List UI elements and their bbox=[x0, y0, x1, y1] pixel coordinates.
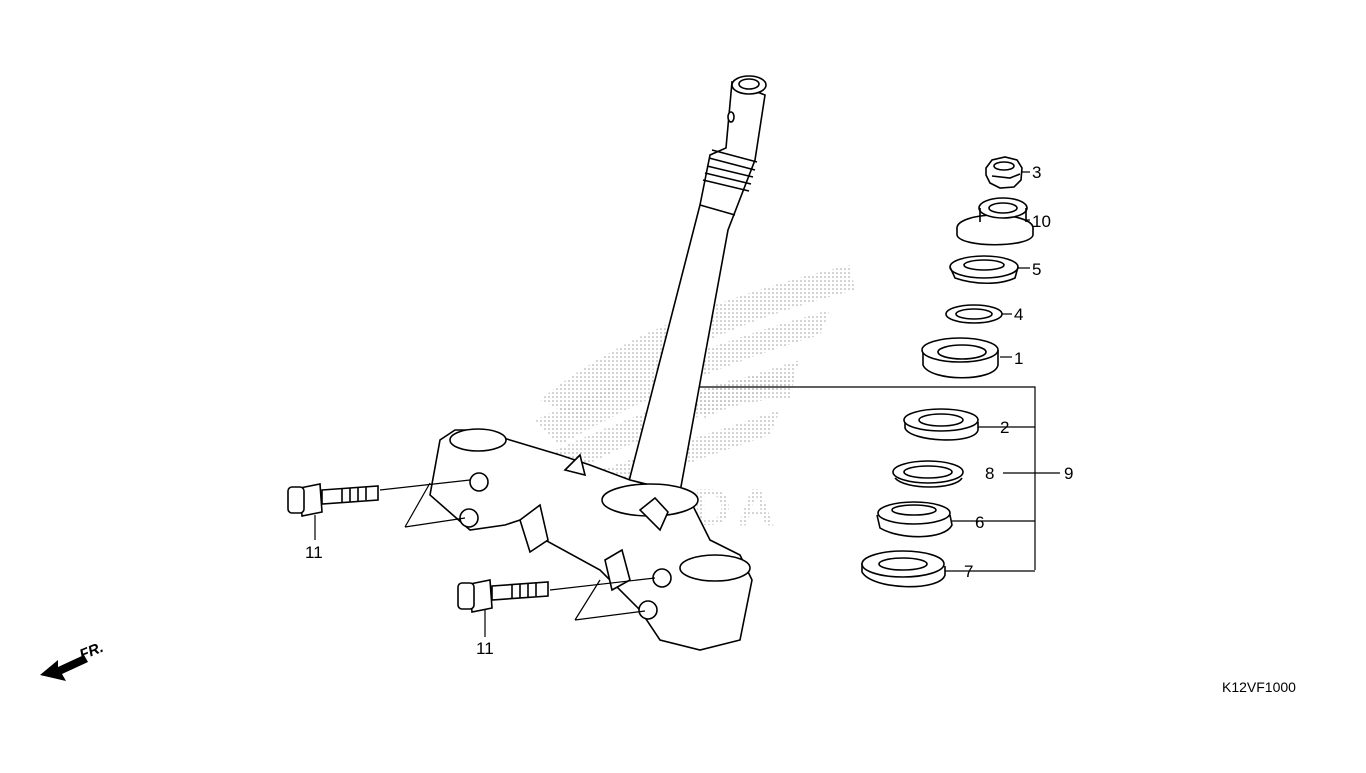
upper-cone-race bbox=[921, 337, 999, 379]
flange-bolt-upper bbox=[287, 483, 379, 517]
callout-10: 10 bbox=[1032, 212, 1051, 231]
callout-6: 6 bbox=[975, 513, 984, 532]
callout-11-lower: 11 bbox=[476, 639, 494, 658]
callout-5: 5 bbox=[1032, 260, 1041, 279]
callout-7: 7 bbox=[964, 562, 973, 581]
upper-dust-seal bbox=[949, 255, 1019, 285]
flange-bolt-lower bbox=[457, 579, 549, 613]
front-direction-label: FR. bbox=[77, 639, 106, 664]
lower-ball-race bbox=[892, 460, 964, 488]
steering-stem-nut bbox=[985, 156, 1023, 189]
lock-nut bbox=[956, 197, 1034, 246]
lower-cone-race bbox=[876, 501, 953, 538]
callout-1: 1 bbox=[1014, 349, 1023, 368]
callout-4: 4 bbox=[1014, 305, 1023, 324]
front-arrow-icon bbox=[40, 655, 88, 681]
callout-2: 2 bbox=[1000, 418, 1009, 437]
lower-dust-seal bbox=[861, 550, 946, 588]
diagram-code: K12VF1000 bbox=[1222, 679, 1296, 695]
callout-8: 8 bbox=[985, 464, 994, 483]
callout-11-upper: 11 bbox=[305, 543, 323, 562]
under-bracket bbox=[429, 428, 753, 651]
upper-ball-race bbox=[945, 304, 1003, 324]
callout-3: 3 bbox=[1032, 163, 1041, 182]
callout-9: 9 bbox=[1064, 464, 1073, 483]
lower-race bbox=[903, 408, 979, 441]
